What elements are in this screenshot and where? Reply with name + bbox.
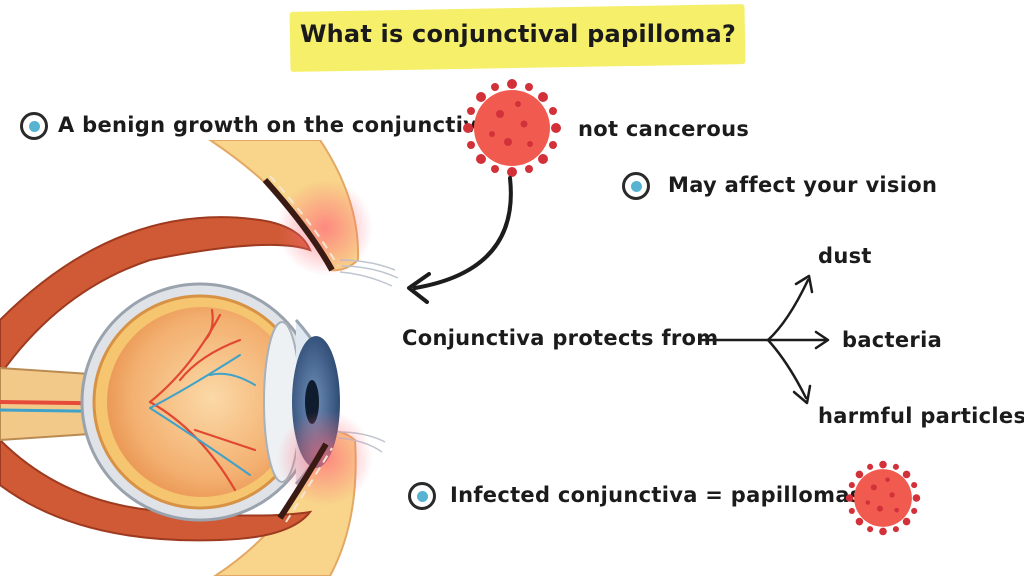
- not-cancerous-label: not cancerous: [578, 117, 750, 141]
- page-title: What is conjunctival papilloma?: [299, 20, 737, 48]
- bullet-icon: [622, 172, 650, 200]
- protect-item-harmful-particles: harmful particles: [818, 404, 1024, 428]
- branch-arrows: [698, 274, 830, 405]
- fact-infected: Infected conjunctiva = papillomas: [450, 483, 863, 507]
- bullet-icon: [408, 482, 436, 510]
- eye-anatomy-illustration: [0, 140, 399, 576]
- virus-icon: [845, 460, 921, 536]
- protect-item-bacteria: bacteria: [842, 328, 943, 352]
- bullet-icon: [20, 112, 48, 140]
- virus-icon: [463, 79, 561, 177]
- fact-affects-vision: May affect your vision: [668, 173, 938, 197]
- curved-arrow: [407, 176, 513, 304]
- eyeball: [107, 307, 297, 497]
- protect-item-dust: dust: [818, 244, 872, 268]
- fact-benign-growth: A benign growth on the conjunctiva: [58, 113, 492, 137]
- protection-label: Conjunctiva protects from: [402, 326, 719, 350]
